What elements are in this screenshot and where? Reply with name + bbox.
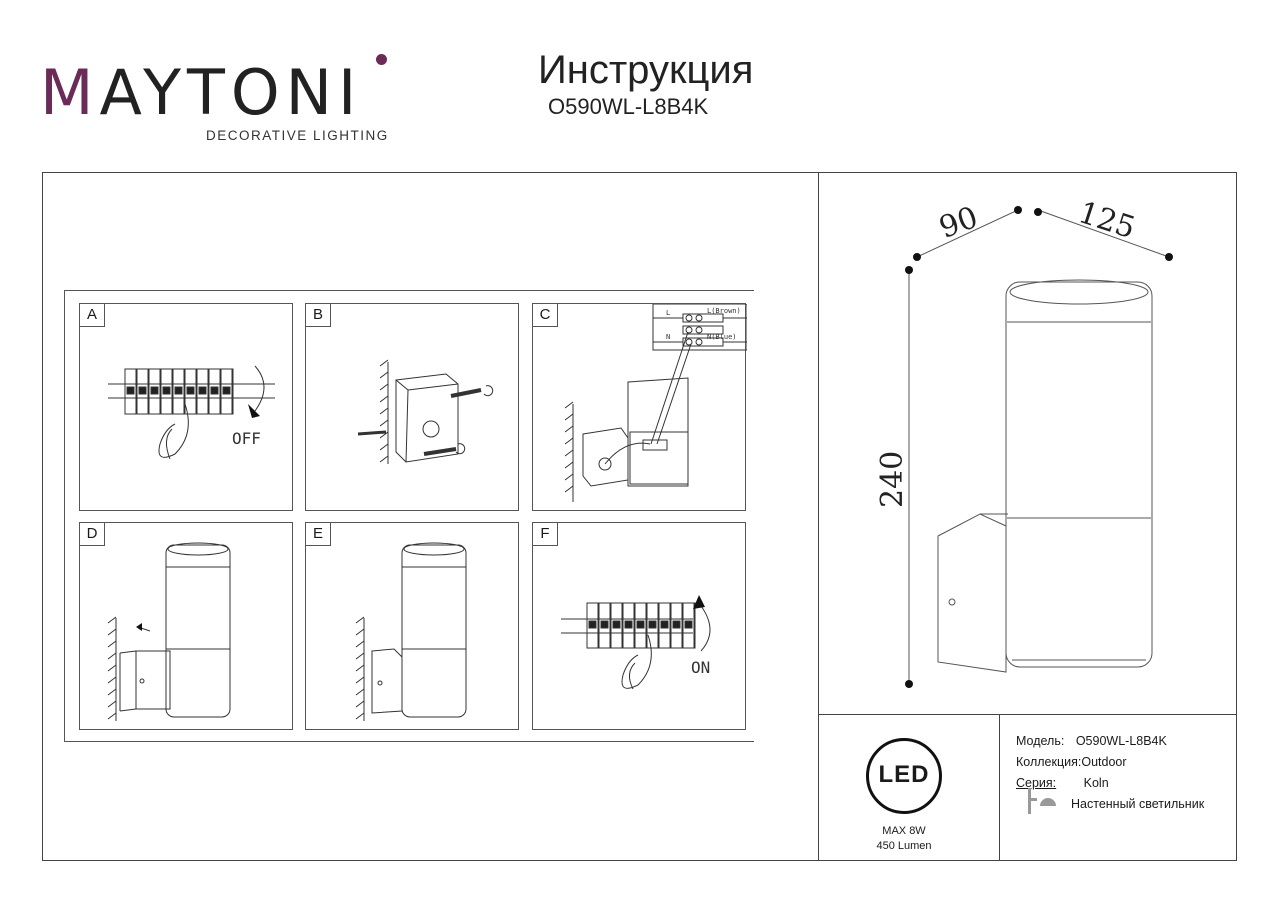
document-model-code: O590WL-L8B4K [548,94,709,119]
divider [818,172,819,861]
breaker-module [658,602,671,649]
breaker-module [634,602,647,649]
led-badge-text: LED [878,761,930,788]
breaker-switch [222,386,231,395]
series-label: Серия: [1016,776,1057,790]
step-label: D [80,523,105,546]
on-text: ON [691,658,710,677]
breaker-module [610,602,623,649]
spec-row-type: Настенный светильник [1016,788,1231,818]
breaker-switch [684,620,693,629]
width-value: 125 [1074,195,1139,246]
wiring-illustration: L N L(Brown) N(Blue) [564,304,747,502]
height-value: 240 [875,451,910,508]
luminous-flux: 450 Lumen [876,840,932,852]
model-label: Модель: [1016,734,1065,748]
step-label: B [306,304,331,327]
breaker-switch [198,386,207,395]
depth-dimension-line [916,209,1019,258]
breaker-switch [186,386,195,395]
breaker-switch [672,620,681,629]
spec-table: Модель: O590WL-L8B4K Коллекция:Outdoor С… [1016,731,1231,818]
breaker-module [172,368,185,415]
series-value: Koln [1083,776,1109,790]
document-title: Инструкция [538,48,754,92]
step-panel-b: B [305,303,519,511]
breaker-module [220,368,233,415]
model-value: O590WL-L8B4K [1075,734,1167,748]
depth-value: 90 [935,200,983,246]
breaker-switch [660,620,669,629]
breaker-switch [174,386,183,395]
brand-wordmark: MAYTONI [40,56,363,129]
brand-dot-icon [376,54,387,65]
luminaire-body-outline [1005,281,1153,668]
breaker-switch [612,620,621,629]
svg-text:N(Blue): N(Blue) [707,333,737,341]
step-label: E [306,523,331,546]
installed-luminaire-illustration [355,542,467,721]
step-panel-c: C L N L(Brown) N(Blue) [532,303,747,511]
dimension-drawing: 90 125 240 [875,195,1173,688]
collection-value: Outdoor [1081,755,1127,769]
step-panel-d: D [79,522,293,730]
breaker-module [136,368,149,415]
power-info: MAX 8W 450 Lumen [858,824,950,854]
sheet-frame [42,172,1237,861]
spec-row-series: Серия: Koln [1016,773,1231,794]
step-panel-a: A OFF [79,303,293,511]
led-badge: LED [866,738,942,814]
brand-logo: MAYTONI DECORATIVE LIGHTING [40,50,400,150]
breaker-module [670,602,683,649]
breaker-off-illustration: OFF [108,365,275,460]
max-power: MAX 8W [882,825,926,837]
breaker-switch [138,386,147,395]
breaker-module [124,368,137,415]
breaker-switch [126,386,135,395]
breaker-module [196,368,209,415]
svg-text:L(Brown): L(Brown) [707,307,741,315]
breaker-switch [162,386,171,395]
width-dimension-line [1037,209,1170,258]
svg-text:L: L [666,309,670,317]
wall-lamp-icon [1028,788,1056,814]
breaker-on-illustration: ON [561,595,711,690]
collection-label: Коллекция: [1016,755,1082,769]
step-label: F [533,523,558,546]
step-label: C [533,304,558,327]
svg-text:N: N [666,333,670,341]
breaker-switch [648,620,657,629]
breaker-switch [624,620,633,629]
step-label: A [80,304,105,327]
spec-row-collection: Коллекция:Outdoor [1016,752,1231,773]
divider [999,714,1000,861]
breaker-switch [636,620,645,629]
breaker-module [160,368,173,415]
step-panel-f: F ON [532,522,746,730]
brand-tagline: DECORATIVE LIGHTING [206,128,389,143]
breaker-module [682,602,695,649]
mount-bracket-illustration [357,359,494,464]
type-value: Настенный светильник [1071,797,1205,811]
spec-row-model: Модель: O590WL-L8B4K [1016,731,1231,752]
breaker-switch [150,386,159,395]
breaker-module [646,602,659,649]
divider [818,714,1237,715]
breaker-switch [600,620,609,629]
breaker-switch [210,386,219,395]
breaker-switch [588,620,597,629]
breaker-module [208,368,221,415]
breaker-module [622,602,635,649]
wall-bracket-outline [937,513,1007,673]
breaker-module [586,602,599,649]
breaker-module [184,368,197,415]
breaker-module [148,368,161,415]
step-panel-e: E [305,522,519,730]
off-text: OFF [232,429,261,448]
installation-steps: A OFF B [64,290,754,742]
breaker-module [598,602,611,649]
attach-luminaire-illustration [107,542,231,721]
